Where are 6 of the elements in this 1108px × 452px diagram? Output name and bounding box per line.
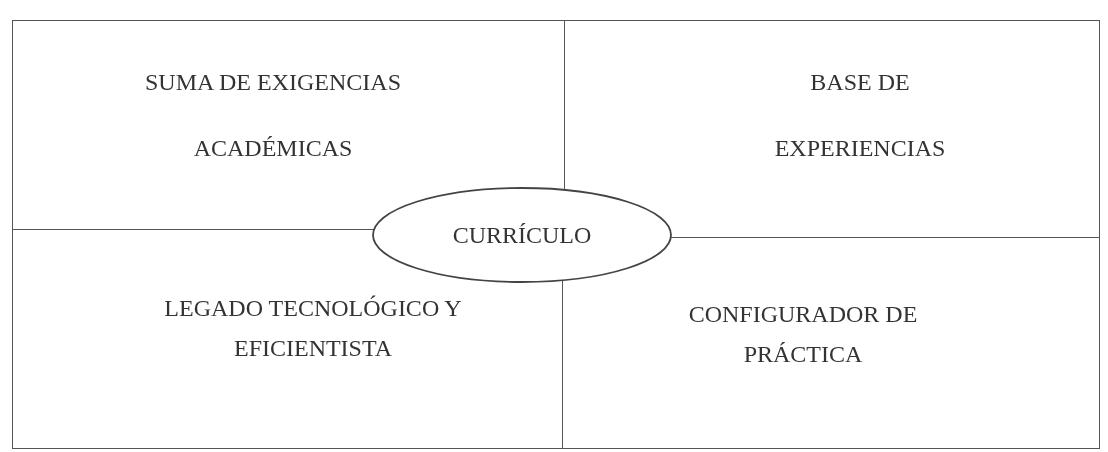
center-ellipse xyxy=(372,187,672,283)
quadrant-label: SUMA DE EXIGENCIAS ACADÉMICAS xyxy=(144,68,402,163)
quadrant-label: CONFIGURADOR DE PRÁCTICA xyxy=(687,300,919,369)
quadrant-label: LEGADO TECNOLÓGICO Y EFICIENTISTA xyxy=(163,294,463,363)
quadrant-label: BASE DE EXPERIENCIAS xyxy=(773,68,947,163)
center-label: CURRÍCULO xyxy=(451,221,593,250)
